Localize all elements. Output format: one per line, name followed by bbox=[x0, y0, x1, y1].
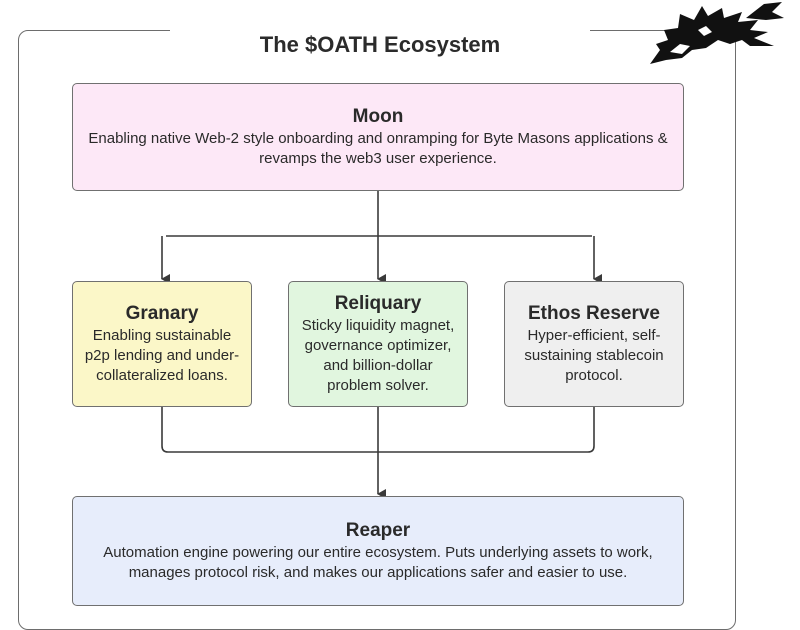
diagram-title: The $OATH Ecosystem bbox=[170, 30, 590, 60]
node-ethos-reserve-name: Ethos Reserve bbox=[527, 303, 660, 324]
node-moon-name: Moon bbox=[352, 106, 404, 127]
node-reaper-desc: Automation engine powering our entire ec… bbox=[103, 544, 653, 581]
node-ethos-reserve-desc: Hyper-efficient, self-sustaining stablec… bbox=[524, 327, 664, 384]
node-reliquary-desc: Sticky liquidity magnet, governance opti… bbox=[301, 317, 455, 394]
node-moon-desc: Enabling native Web-2 style onboarding a… bbox=[88, 130, 668, 167]
node-granary: Granary Enabling sustainable p2p lending… bbox=[72, 281, 252, 407]
node-reliquary: Reliquary Sticky liquidity magnet, gover… bbox=[288, 281, 468, 407]
node-ethos-reserve: Ethos Reserve Hyper-efficient, self-sust… bbox=[504, 281, 684, 407]
node-granary-desc: Enabling sustainable p2p lending and und… bbox=[84, 327, 240, 384]
node-reaper: Reaper Automation engine powering our en… bbox=[72, 496, 684, 606]
node-granary-name: Granary bbox=[125, 303, 199, 324]
node-reliquary-name: Reliquary bbox=[334, 293, 422, 314]
dragon-logo-icon bbox=[650, 2, 784, 64]
node-reaper-name: Reaper bbox=[345, 520, 411, 541]
node-moon: Moon Enabling native Web-2 style onboard… bbox=[72, 83, 684, 191]
